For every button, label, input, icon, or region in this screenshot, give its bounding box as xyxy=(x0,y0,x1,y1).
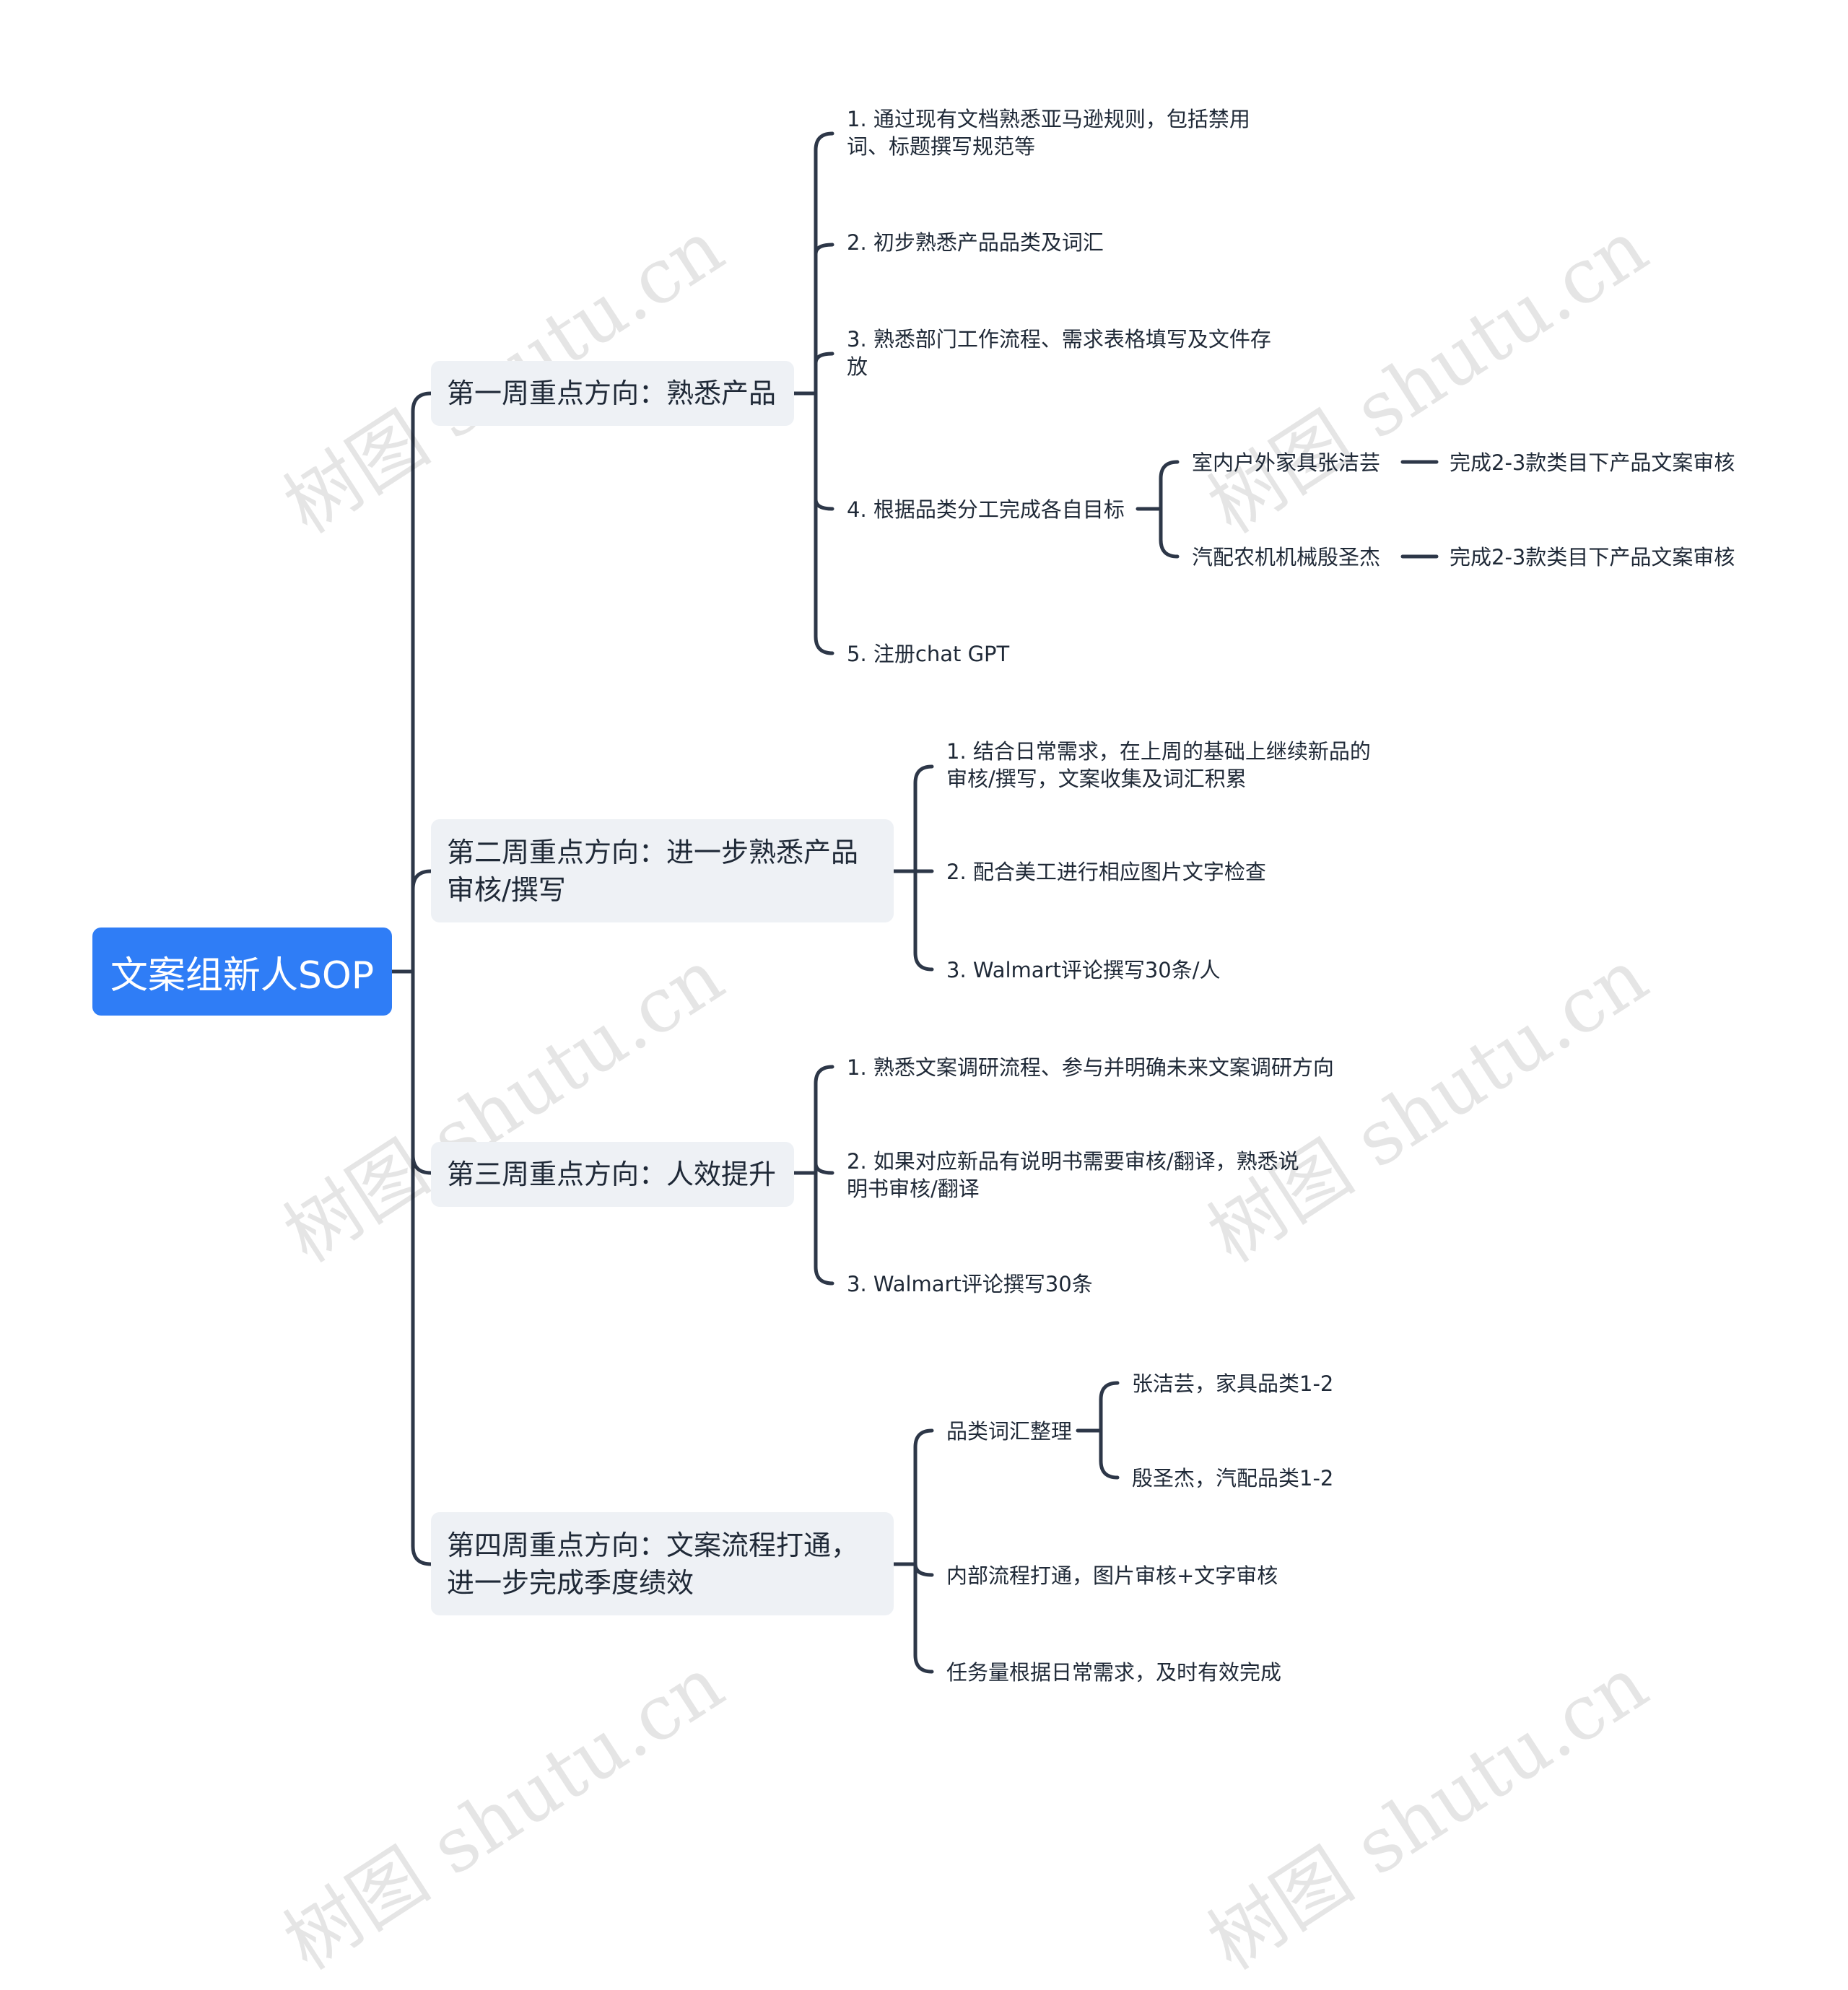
week1-item-3[interactable]: 3. 熟悉部门工作流程、需求表格填写及文件存放 xyxy=(847,327,1271,379)
connector-trunk-upper xyxy=(411,391,433,974)
branch-week-1[interactable]: 第一周重点方向：熟悉产品 xyxy=(431,361,794,426)
week2-item-3[interactable]: 3. Walmart评论撰写30条/人 xyxy=(946,958,1221,982)
week4-item-3[interactable]: 任务量根据日常需求，及时有效完成 xyxy=(946,1660,1282,1685)
branch-week-4[interactable]: 第四周重点方向：文案流程打通，进一步完成季度绩效 xyxy=(431,1512,894,1615)
week4-subitem-furniture[interactable]: 张洁芸，家具品类1-2 xyxy=(1132,1371,1334,1396)
week1-goal-furniture[interactable]: 完成2-3款类目下产品文案审核 xyxy=(1450,450,1735,475)
connector-b4-c2 xyxy=(913,1562,934,1577)
week1-item-5[interactable]: 5. 注册chat GPT xyxy=(847,642,1010,666)
week3-item-2[interactable]: 2. 如果对应新品有说明书需要审核/翻译，熟悉说明书审核/翻译 xyxy=(847,1149,1299,1201)
connector-b1-bracket xyxy=(814,131,834,655)
week4-subitem-auto[interactable]: 殷圣杰，汽配品类1-2 xyxy=(1132,1466,1334,1491)
week1-goal-auto[interactable]: 完成2-3款类目下产品文案审核 xyxy=(1450,545,1735,569)
week4-item-2[interactable]: 内部流程打通，图片审核+文字审核 xyxy=(946,1563,1278,1588)
connector-b1-c4 xyxy=(814,497,834,511)
week3-item-3[interactable]: 3. Walmart评论撰写30条 xyxy=(847,1272,1093,1296)
connector-lines xyxy=(390,131,1439,1674)
connector-b2-bracket xyxy=(913,764,934,972)
week1-subitem-auto[interactable]: 汽配农机机械殷圣杰 xyxy=(1192,545,1381,569)
connector-branch-3 xyxy=(411,1153,433,1175)
week4-item-1[interactable]: 品类词汇整理 xyxy=(946,1419,1073,1444)
week3-item-1[interactable]: 1. 熟悉文案调研流程、参与并明确未来文案调研方向 xyxy=(847,1055,1334,1080)
week2-item-2[interactable]: 2. 配合美工进行相应图片文字检查 xyxy=(946,860,1266,884)
connector-b1-c2 xyxy=(814,243,834,256)
branch-week-2[interactable]: 第二周重点方向：进一步熟悉产品审核/撰写 xyxy=(431,819,894,922)
connector-trunk-lower xyxy=(411,969,433,1566)
week2-item-1[interactable]: 1. 结合日常需求，在上周的基础上继续新品的审核/撰写，文案收集及词汇积累 xyxy=(946,739,1371,791)
week1-item-4[interactable]: 4. 根据品类分工完成各自目标 xyxy=(847,497,1125,522)
connector-b1c4-bracket xyxy=(1159,460,1180,559)
connector-b3-c2 xyxy=(814,1161,834,1175)
week1-item-1[interactable]: 1. 通过现有文档熟悉亚马逊规则，包括禁用词、标题撰写规范等 xyxy=(847,107,1250,159)
week1-subitem-furniture[interactable]: 室内户外家具张洁芸 xyxy=(1192,450,1381,475)
connector-b1-c3 xyxy=(814,352,834,365)
mindmap-canvas: 树图 shutu.cn 树图 shutu.cn 树图 shutu.cn 树图 s… xyxy=(92,107,1735,1986)
week1-item-2[interactable]: 2. 初步熟悉产品品类及词汇 xyxy=(847,230,1104,255)
connector-b4c1-bracket xyxy=(1099,1381,1120,1480)
connector-b4-bracket xyxy=(913,1428,934,1674)
connector-b3-bracket xyxy=(814,1065,834,1286)
branch-week-3[interactable]: 第三周重点方向：人效提升 xyxy=(431,1142,794,1207)
root-node[interactable]: 文案组新人SOP xyxy=(92,928,392,1016)
connector-branch-2 xyxy=(411,869,433,891)
